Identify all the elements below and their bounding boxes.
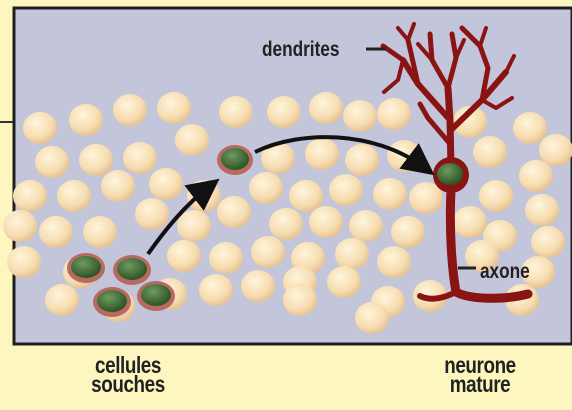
stem-cell (67, 253, 105, 283)
tissue-cell (525, 194, 559, 226)
tissue-cell (309, 206, 343, 238)
tissue-cell (39, 216, 73, 248)
tissue-cell (209, 242, 243, 274)
tissue-cell (157, 92, 191, 124)
stem-cell (137, 281, 175, 311)
tissue-cell (377, 98, 411, 130)
tissue-cell (79, 144, 113, 176)
tissue-cell (7, 246, 41, 278)
tissue-cell (391, 216, 425, 248)
tissue-cell (13, 180, 47, 212)
tissue-cell (45, 284, 79, 316)
tissue-cell (69, 104, 103, 136)
tissue-cell (175, 124, 209, 156)
tissue-cell (539, 134, 572, 166)
migrating-stem-cell (217, 145, 253, 175)
tissue-cell (187, 180, 221, 212)
tissue-cell (531, 226, 565, 258)
tissue-cell (113, 94, 147, 126)
tissue-cell (123, 142, 157, 174)
tissue-cell (309, 92, 343, 124)
tissue-cell (305, 138, 339, 170)
tissue-cell (289, 180, 323, 212)
tissue-cell (345, 144, 379, 176)
tissue-cell (167, 240, 201, 272)
tissue-cell (327, 266, 361, 298)
tissue-cell (329, 174, 363, 206)
stem-cell (113, 255, 151, 285)
tissue-cell (57, 180, 91, 212)
tissue-cell (513, 112, 547, 144)
tissue-cell (101, 170, 135, 202)
tissue-cell (349, 210, 383, 242)
dendrites-label: dendrites (262, 39, 339, 62)
tissue-cell (3, 210, 37, 242)
tissue-cell (149, 168, 183, 200)
stem-cells-caption: cellules souches (79, 356, 177, 394)
tissue-cell (377, 246, 411, 278)
tissue-cell (199, 274, 233, 306)
tissue-cell (241, 270, 275, 302)
tissue-cell (219, 96, 253, 128)
tissue-cell (355, 302, 389, 334)
tissue-cell (283, 284, 317, 316)
tissue-cell (269, 208, 303, 240)
tissue-cell (267, 96, 301, 128)
tissue-cell (453, 206, 487, 238)
tissue-cell (83, 216, 117, 248)
tissue-cell (23, 112, 57, 144)
stem-cells-caption-line2: souches (79, 375, 177, 394)
tissue-cell (373, 178, 407, 210)
tissue-cell (479, 180, 513, 212)
tissue-cell (217, 196, 251, 228)
tissue-cell (343, 100, 377, 132)
tissue-cell (249, 172, 283, 204)
mature-neuron-caption: neurone mature (431, 356, 529, 394)
stem-cell (93, 287, 131, 317)
tissue-cell (473, 136, 507, 168)
tissue-cell (519, 160, 553, 192)
tissue-cell (335, 238, 369, 270)
tissue-cell (35, 146, 69, 178)
tissue-cell (135, 198, 169, 230)
tissue-cell (177, 210, 211, 242)
axone-label: axone (480, 261, 530, 284)
tissue-cell (251, 236, 285, 268)
neuron-nucleus (437, 163, 463, 185)
